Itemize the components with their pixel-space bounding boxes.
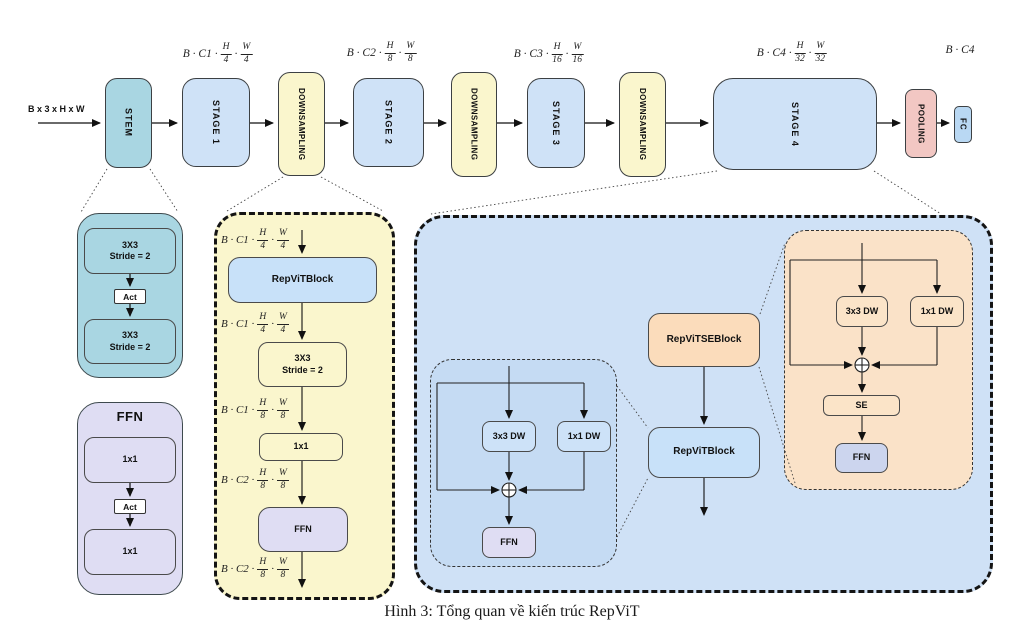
downsampling2-label: DOWNSAMPLING: [469, 88, 479, 161]
stage1-label: STAGE 1: [211, 100, 221, 145]
repvitseblock-label: RepViTSEBlock: [666, 333, 742, 345]
stem-act-label: Act: [123, 291, 137, 302]
ffn-panel-title: FFN: [116, 409, 144, 424]
repvitseblock-box: RepViTSEBlock: [648, 313, 760, 367]
downsampling2-block: DOWNSAMPLING: [451, 72, 497, 177]
stem-act-box: Act: [114, 289, 146, 304]
ffn-label: FFN: [852, 452, 871, 463]
stage1-block: STAGE 1: [182, 78, 250, 167]
stage3-label: STAGE 3: [551, 100, 561, 146]
downsampling3-block: DOWNSAMPLING: [619, 72, 666, 177]
dw3x3-label: 3x3 DW: [492, 430, 526, 441]
repvit-expand-dw1x1-box: 1x1 DW: [557, 421, 611, 452]
dw3x3-label: 3x3 DW: [845, 305, 879, 316]
expansion-guide-lines: [80, 168, 942, 538]
repvitblock-label: RepViTBlock: [271, 273, 334, 285]
stem-conv1-kernel: 3X3: [121, 239, 138, 250]
se-expand-ffn-box: FFN: [835, 443, 888, 473]
ffn-act-label: Act: [123, 501, 137, 512]
stage4-block: STAGE 4: [713, 78, 877, 170]
ffn-conv2-label: 1x1: [122, 546, 138, 557]
figure-caption: Hình 3: Tổng quan về kiến trúc RepViT: [384, 603, 640, 620]
conv3x3-kernel: 3X3: [294, 353, 311, 364]
dw1x1-label: 1x1 DW: [920, 305, 954, 316]
repvit-expand-ffn-box: FFN: [482, 527, 536, 558]
stem-conv1-box: 3X3 Stride = 2: [84, 228, 176, 274]
se-label: SE: [855, 399, 868, 410]
downsampling1-block: DOWNSAMPLING: [278, 72, 325, 176]
stage2-label: STAGE 2: [383, 100, 394, 145]
stage2-block: STAGE 2: [353, 78, 424, 167]
downsampling-repvitblock-box: RepViTBlock: [228, 257, 377, 303]
stem-conv2-box: 3X3 Stride = 2: [84, 319, 176, 364]
downsampling-ffn-box: FFN: [258, 507, 348, 552]
stage4-label: STAGE 4: [790, 101, 800, 147]
conv1x1-label: 1x1: [293, 441, 309, 452]
repvitblock-expansion-wires: [436, 366, 588, 525]
downsampling1-label: DOWNSAMPLING: [297, 87, 306, 161]
conv3x3-stride: Stride = 2: [282, 364, 323, 375]
ffn-conv1-label: 1x1: [122, 454, 138, 465]
repvitblock-label: RepViTBlock: [673, 446, 735, 458]
stem-conv2-kernel: 3X3: [121, 330, 138, 341]
stem-block: STEM: [105, 78, 152, 168]
ffn-act-box: Act: [114, 499, 146, 514]
repvitblock-box: RepViTBlock: [648, 427, 760, 478]
fc-block: FC: [954, 106, 972, 143]
se-expand-se-box: SE: [823, 395, 900, 416]
stem-label: STEM: [123, 108, 134, 138]
pooling-block: POOLING: [905, 89, 937, 158]
repvit-expand-dw3x3-box: 3x3 DW: [482, 421, 536, 452]
dim-label-output: B · C4: [945, 44, 975, 56]
downsampling-conv3x3-box: 3X3 Stride = 2: [258, 342, 347, 387]
ffn-conv2-box: 1x1: [84, 529, 176, 575]
se-expand-dw1x1-box: 1x1 DW: [910, 296, 964, 327]
pooling-label: POOLING: [916, 103, 926, 144]
downsampling3-label: DOWNSAMPLING: [638, 88, 647, 161]
seblock-expansion-wires: [789, 243, 941, 441]
ffn-label: FFN: [294, 523, 312, 534]
downsampling-conv1x1-box: 1x1: [259, 433, 343, 461]
stem-conv2-stride: Stride = 2: [109, 341, 151, 352]
fc-label: FC: [958, 118, 968, 131]
ffn-conv1-box: 1x1: [84, 437, 176, 483]
se-expand-dw3x3-box: 3x3 DW: [836, 296, 888, 327]
stem-conv1-stride: Stride = 2: [109, 251, 151, 261]
ffn-label: FFN: [500, 536, 518, 547]
input-shape-label: B x 3 x H x W: [28, 104, 85, 114]
dw1x1-label: 1x1 DW: [567, 430, 601, 441]
stage3-block: STAGE 3: [527, 78, 585, 168]
